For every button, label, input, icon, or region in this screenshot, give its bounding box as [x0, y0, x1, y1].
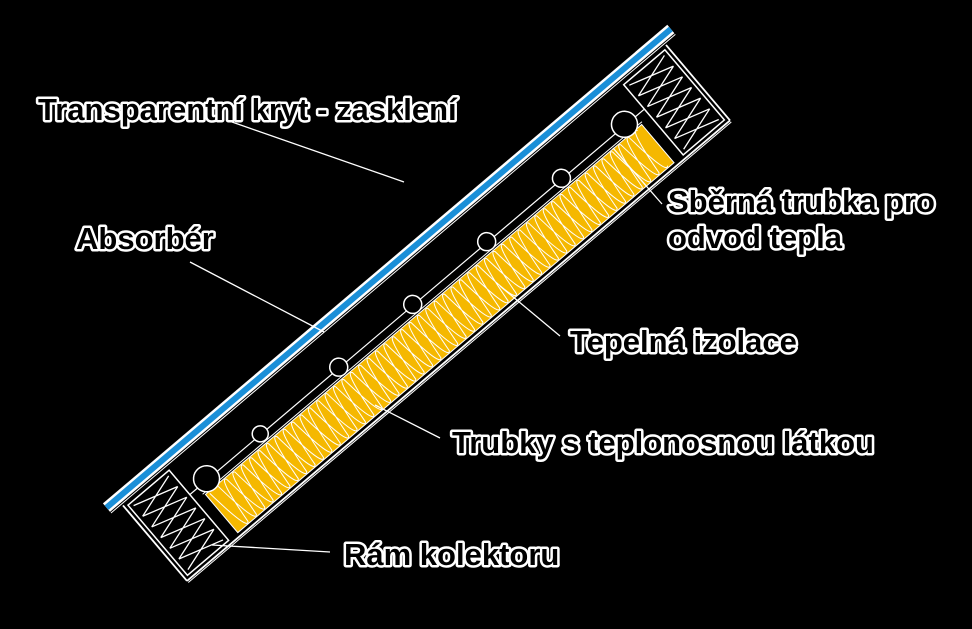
heat-transfer-tube — [328, 357, 349, 377]
label-tubes: Trubky s teplonosnou látkou — [452, 425, 874, 460]
insulation-wave-pattern — [209, 130, 668, 524]
collector-body — [102, 24, 732, 583]
thermal-insulation-layer — [204, 123, 675, 534]
frame-bottom — [186, 119, 731, 582]
leader-insulation — [499, 285, 561, 337]
leader-tubes — [374, 404, 441, 439]
leader-absorber — [189, 261, 325, 333]
heat-transfer-tube — [476, 231, 497, 252]
label-thermal-insulation: Tepelná izolace — [570, 324, 797, 359]
label-collector-pipe-line1: Sběrná trubka pro — [668, 184, 935, 219]
heat-transfer-tube — [251, 425, 269, 443]
crosshatch-left — [133, 475, 224, 571]
label-absorber: Absorbér — [76, 221, 214, 256]
frame-right-end — [665, 44, 731, 122]
heat-transfer-tube — [402, 294, 423, 315]
collector-header-pipe — [610, 110, 639, 139]
leader-frame — [211, 544, 331, 553]
frame-bottom-outer — [187, 121, 732, 583]
heat-transfer-tube — [551, 168, 572, 189]
leader-glazing — [231, 121, 405, 183]
tube-row — [192, 110, 639, 493]
frame-left-end — [122, 504, 188, 582]
glazing-under-line — [110, 33, 676, 514]
crosshatch-right — [629, 55, 720, 150]
label-collector-frame: Rám kolektoru — [344, 537, 559, 572]
transparent-glazing — [104, 26, 673, 510]
label-collector-pipe-line2: odvod tepla — [668, 220, 843, 255]
collector-header-pipe — [192, 464, 221, 493]
label-glazing: Transparentní kryt - zasklení — [38, 92, 458, 127]
leader-collector-pipe — [612, 147, 663, 205]
